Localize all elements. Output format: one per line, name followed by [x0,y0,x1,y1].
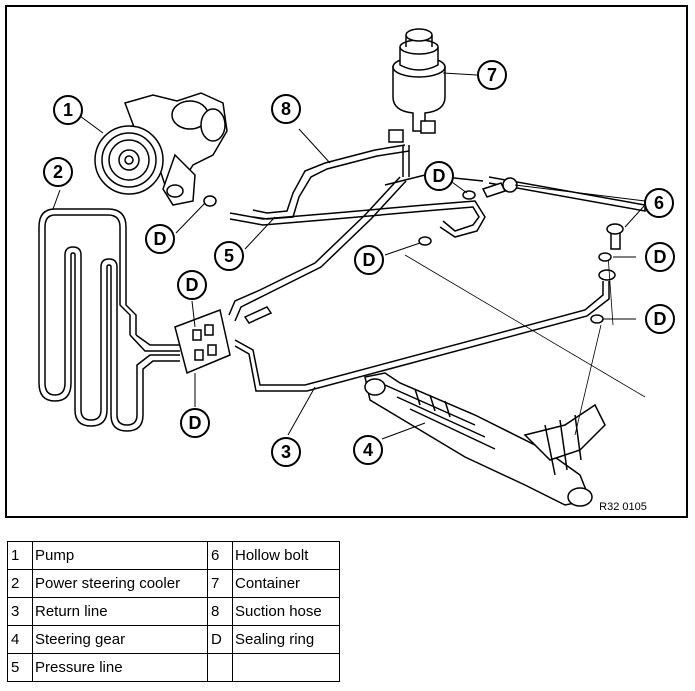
legend-table: 1 Pump 6 Hollow bolt 2 Power steering co… [7,541,340,682]
callout-label: 4 [363,440,373,460]
legend-key: D [207,625,233,654]
assembly-lines [404,254,646,436]
bracket-drawing [174,306,273,375]
legend-row: 1 Pump 6 Hollow bolt [7,541,340,570]
legend-value: Pressure line [32,653,208,682]
callout-d-container-ring: D [424,161,454,191]
callout-label: 3 [281,442,291,462]
callout-d-return-ring: D [645,304,675,334]
callout-label: D [154,229,167,249]
callout-2: 2 [43,157,73,187]
legend-value: Suction hose [232,597,340,626]
legend-row: 4 Steering gear D Sealing ring [7,625,340,654]
power-steering-diagram: 1 2 3 4 5 6 7 8 D D D D [5,5,688,518]
callout-d-bolt-ring: D [645,242,675,272]
legend-key: 3 [7,597,33,626]
legend-value: Power steering cooler [32,569,208,598]
legend-key [207,653,233,682]
pressure-line-drawing [228,176,486,322]
callout-label: 1 [63,100,73,120]
leader-lines [52,72,646,440]
legend-value: Sealing ring [232,625,340,654]
callout-4: 4 [353,435,383,465]
legend-key: 6 [207,541,233,570]
callout-d-bracket-lower: D [180,408,210,438]
cooler-drawing [38,208,180,432]
legend-row: 3 Return line 8 Suction hose [7,597,340,626]
legend-value: Hollow bolt [232,541,340,570]
callout-6: 6 [644,188,674,218]
hollow-bolt-drawing [481,177,624,250]
steering-gear-drawing [364,372,606,507]
sealing-rings [203,190,612,324]
legend-value: Pump [32,541,208,570]
callout-label: 8 [281,99,291,119]
diagram-border [5,5,688,518]
callout-label: D [363,250,376,270]
callout-label: 5 [224,246,234,266]
container-drawing [388,28,446,143]
callout-label: D [189,413,202,433]
pump-drawing [94,92,228,206]
callout-label: D [186,275,199,295]
legend-value: Steering gear [32,625,208,654]
callout-label: D [654,309,667,329]
callout-label: D [654,247,667,267]
callout-1: 1 [53,95,83,125]
legend-row: 5 Pressure line [7,653,340,682]
legend-key: 7 [207,569,233,598]
legend-value: Container [232,569,340,598]
legend-key: 8 [207,597,233,626]
legend-value: Return line [32,597,208,626]
legend-key: 2 [7,569,33,598]
callout-d-bracket-upper: D [177,270,207,300]
callout-5: 5 [214,241,244,271]
callout-label: 7 [487,65,497,85]
callout-d-pump-ring: D [145,224,175,254]
legend-key: 5 [7,653,33,682]
legend-value [232,653,340,682]
legend-row: 2 Power steering cooler 7 Container [7,569,340,598]
callout-label: D [433,166,446,186]
callout-label: 6 [654,193,664,213]
legend-key: 1 [7,541,33,570]
callout-8: 8 [271,94,301,124]
callout-3: 3 [271,437,301,467]
callout-7: 7 [477,60,507,90]
legend-key: 4 [7,625,33,654]
drawing-id: R32 0105 [599,501,647,513]
diagram-frame: 1 2 3 4 5 6 7 8 D D D D [5,5,688,518]
callout-d-pressure-ring: D [354,245,384,275]
callout-label: 2 [53,162,63,182]
